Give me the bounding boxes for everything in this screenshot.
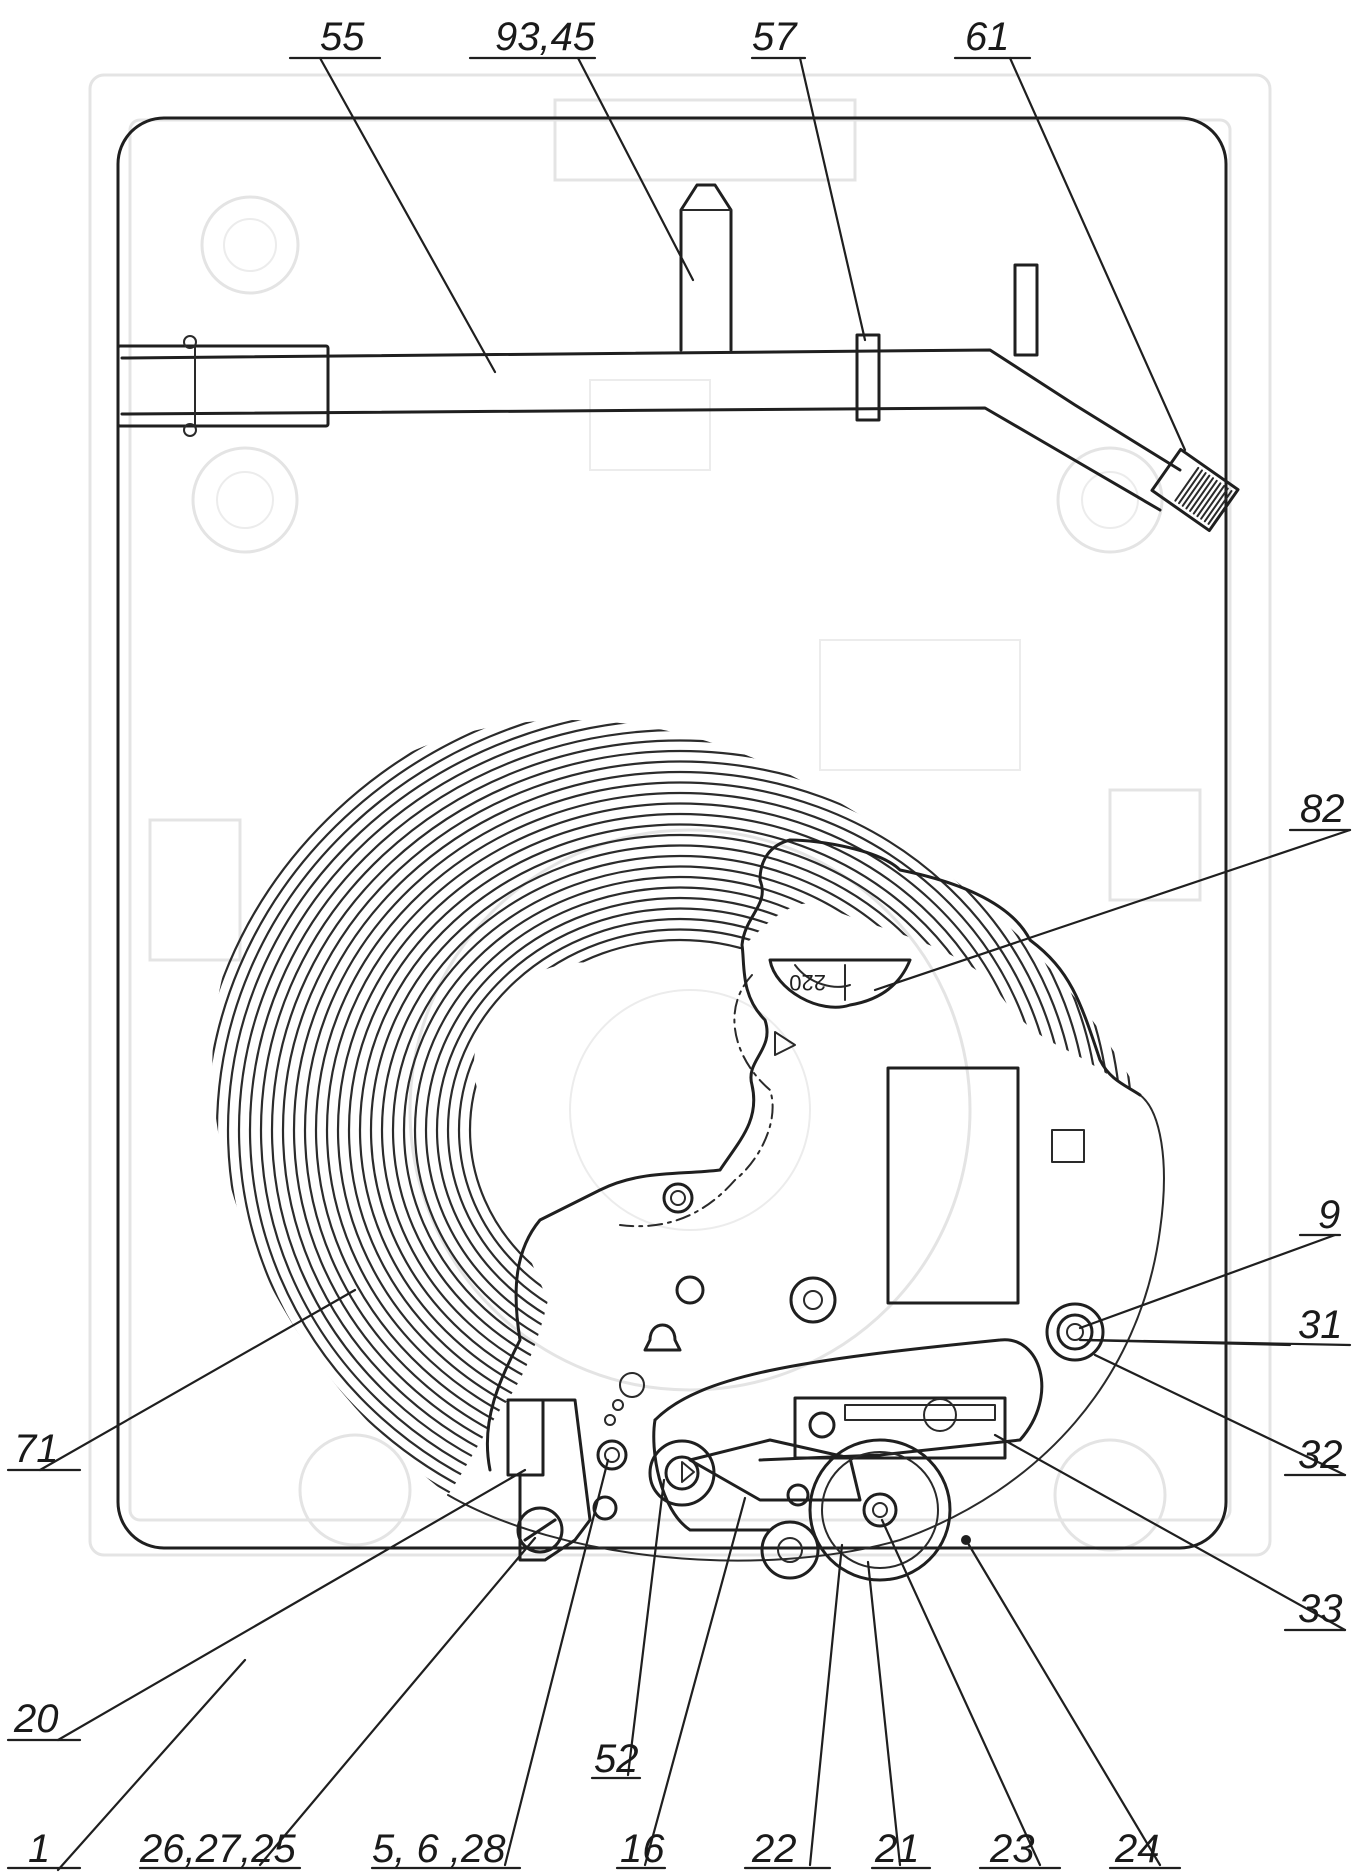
label-61: 61 — [965, 15, 1010, 59]
mechanism-parts — [592, 1182, 837, 1521]
label-9: 9 — [1318, 1193, 1340, 1237]
record-groove — [248, 728, 1112, 1495]
label-24: 24 — [1114, 1827, 1160, 1871]
idler-wheel — [760, 1438, 971, 1582]
record-groove — [358, 833, 1002, 1427]
base-plate — [116, 116, 1228, 1550]
label-16: 16 — [620, 1827, 665, 1871]
record-groove — [281, 760, 1079, 1495]
label-1: 1 — [28, 1827, 50, 1871]
label-5-6-28: 5, 6 ,28 — [372, 1827, 506, 1871]
record-groove — [270, 749, 1090, 1495]
label-21: 21 — [874, 1827, 920, 1871]
tonearm — [116, 263, 1182, 512]
small-square — [1051, 1129, 1085, 1163]
arm-rest-post — [679, 183, 733, 352]
cartridge-fin — [1203, 487, 1229, 523]
cartridge-fin — [1185, 474, 1211, 510]
bracket-20 — [506, 1398, 592, 1562]
cartridge-fin — [1200, 484, 1226, 520]
record-groove — [402, 875, 958, 1385]
cartridge-fin — [1207, 490, 1233, 525]
label-23: 23 — [989, 1827, 1035, 1871]
label-55: 55 — [320, 15, 365, 59]
record-groove — [435, 907, 925, 1353]
label-33: 33 — [1298, 1587, 1343, 1631]
record-cutout-edge — [485, 838, 1142, 1472]
label-20: 20 — [13, 1697, 59, 1741]
cartridge-fin — [1196, 482, 1222, 518]
label-52: 52 — [594, 1737, 639, 1781]
motor-block — [886, 1066, 1020, 1305]
voltage-selector: 220 — [768, 958, 912, 1056]
voltage-value: 220 — [789, 970, 826, 995]
cartridge-fin — [1178, 469, 1203, 505]
label-26-27-25: 26,27,25 — [139, 1827, 296, 1871]
platter-outline — [447, 1094, 1165, 1562]
label-71: 71 — [14, 1427, 59, 1471]
cartridge-fin — [1189, 477, 1215, 512]
cartridge-fin — [1181, 472, 1207, 507]
label-93-45: 93,45 — [495, 15, 596, 59]
callout-labels: 55 93,45 57 61 82 9 31 32 33 71 20 1 26,… — [13, 15, 1345, 1871]
cartridge-head — [1150, 447, 1240, 533]
cartridge-fin — [1192, 479, 1218, 515]
label-57: 57 — [752, 15, 798, 59]
record-groove — [468, 938, 892, 1322]
cartridge-fin — [1174, 466, 1200, 502]
label-22: 22 — [751, 1827, 797, 1871]
leader-lines — [6, 56, 1352, 1872]
record-groove — [325, 802, 1035, 1458]
spindle-ring — [1045, 1302, 1105, 1362]
label-31: 31 — [1298, 1303, 1343, 1347]
lever-assembly — [648, 1338, 1044, 1532]
record-groove — [424, 896, 936, 1364]
cutout-dashed-line — [619, 974, 774, 1228]
label-82: 82 — [1300, 787, 1345, 831]
record-groove — [369, 844, 991, 1416]
label-32: 32 — [1298, 1433, 1343, 1477]
